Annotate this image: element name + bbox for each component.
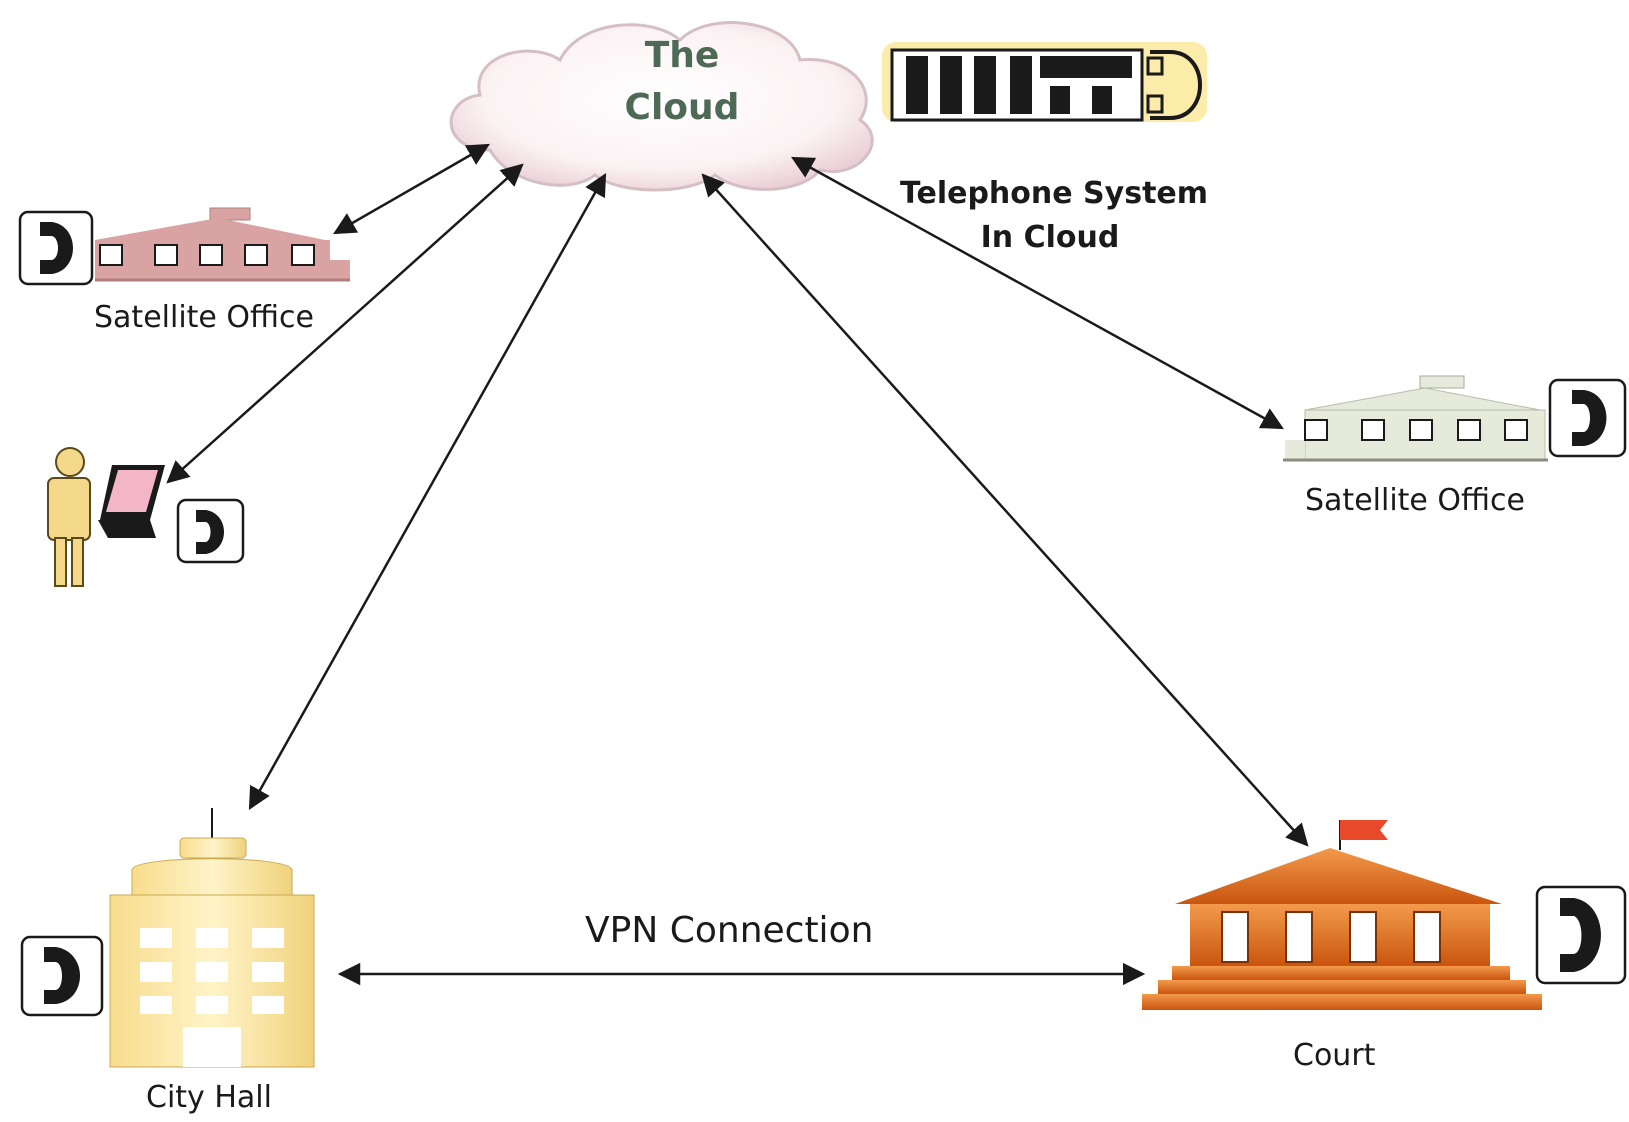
court-label: Court — [1293, 1038, 1376, 1073]
cloud-title-line2: Cloud — [624, 87, 740, 128]
telephone-system-label: Telephone System In Cloud — [900, 172, 1209, 260]
connection-lines — [166, 143, 1309, 986]
telephone-system-line1: Telephone System — [900, 176, 1209, 211]
satellite-office-right-building — [1283, 375, 1548, 462]
phone-icon — [18, 210, 94, 286]
laptop-icon — [98, 465, 165, 538]
vpn-connection-label: VPN Connection — [585, 910, 874, 951]
court-building — [1142, 820, 1542, 1010]
link-cloud-satellite-left — [333, 143, 490, 235]
remote-user-icon — [47, 447, 91, 587]
cloud-icon — [449, 21, 874, 192]
telephone-system-line2: In Cloud — [980, 220, 1120, 255]
satellite-office-left-label: Satellite Office — [94, 300, 314, 335]
phone-icon — [1535, 885, 1627, 985]
satellite-office-left-building — [95, 207, 350, 282]
link-cloud-satellite-right — [791, 156, 1284, 430]
city-hall-building — [109, 808, 315, 1068]
phone-icon — [1548, 378, 1627, 458]
link-cloud-city-hall — [248, 173, 607, 810]
cloud-title-line1: The — [644, 35, 720, 76]
cloud-title: The Cloud — [602, 30, 762, 134]
city-hall-label: City Hall — [146, 1080, 272, 1115]
phone-icon — [20, 935, 104, 1017]
satellite-office-right-label: Satellite Office — [1305, 483, 1525, 518]
phone-icon — [176, 498, 245, 564]
telephone-system-icon — [882, 42, 1207, 122]
